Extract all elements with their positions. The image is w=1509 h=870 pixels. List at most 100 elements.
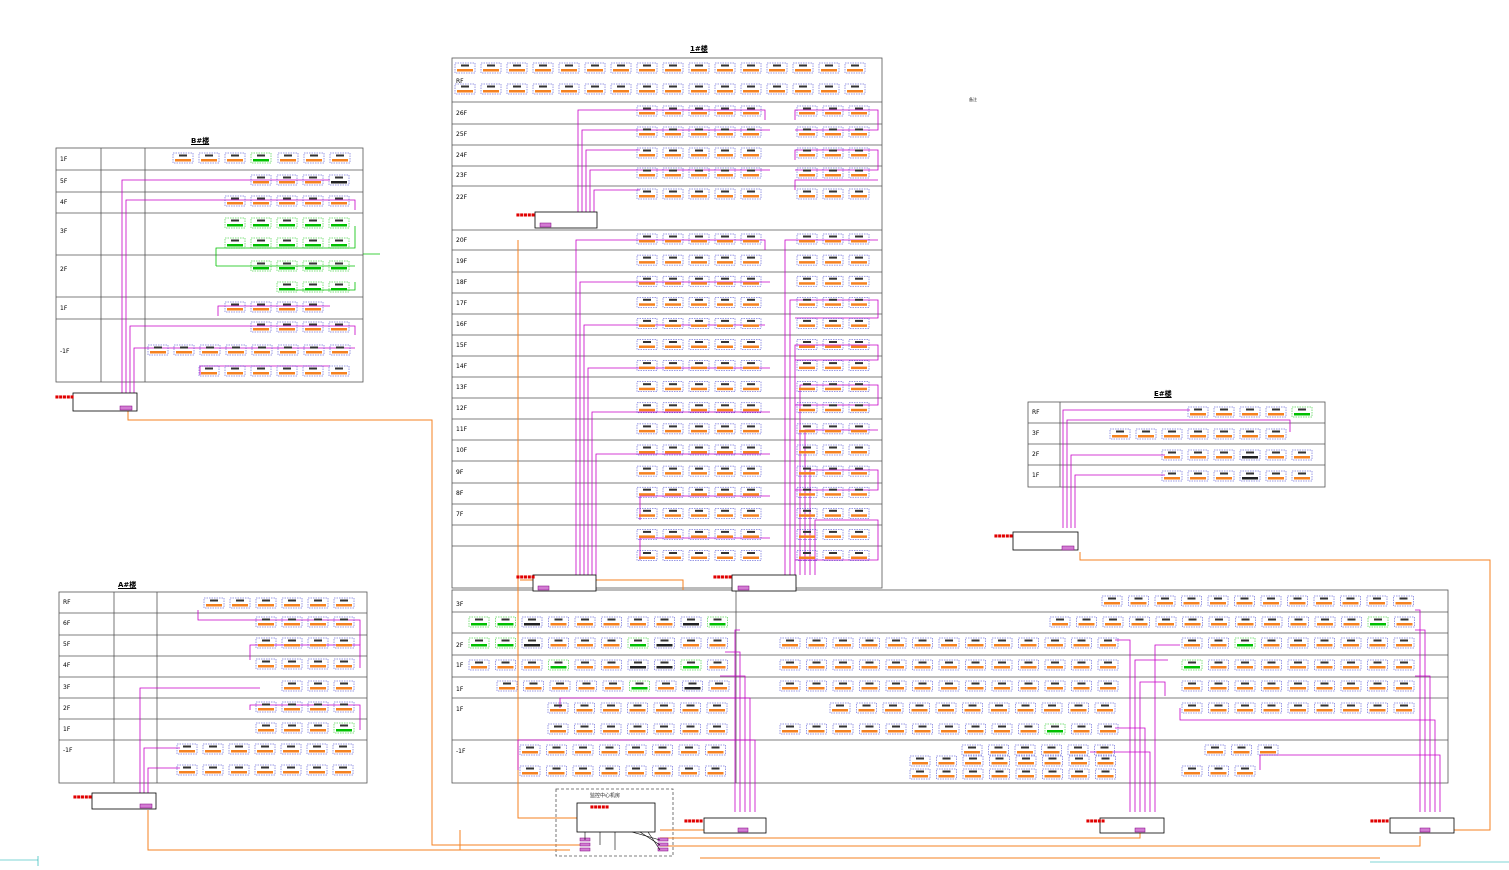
camera-device-icon [250,365,272,377]
camera-device-icon [636,444,658,456]
camera-device-icon [627,659,649,671]
camera-device-icon [1393,702,1415,714]
camera-device-icon [909,755,931,767]
camera-device-icon [224,301,246,313]
floor-label: 1F [456,686,464,693]
camera-device-icon [610,62,632,74]
camera-device-icon [822,402,844,414]
camera-device-icon [796,550,818,561]
camera-device-icon [796,318,818,329]
camera-device-icon [912,637,933,649]
camera-device-icon [740,105,762,117]
camera-device-icon [307,722,329,734]
camera-device-icon [848,254,870,266]
camera-device-icon [1340,702,1362,714]
camera-device-icon [302,321,324,333]
camera-device-icon [281,701,303,713]
camera-device-icon [859,680,880,692]
camera-device-icon [688,444,710,456]
camera-device-icon [740,233,762,245]
camera-device-icon [965,680,986,692]
camera-device-icon [1235,616,1256,628]
camera-device-icon [740,83,762,95]
camera-device-icon [1161,470,1183,482]
camera-device-icon [1260,595,1282,607]
camera-device-icon [1287,595,1308,607]
camera-device-icon [662,83,684,95]
camera-device-icon [848,188,870,200]
svg-text:■■■■■: ■■■■■ [684,818,703,823]
floor-label: 18F [456,279,468,286]
camera-device-icon [1187,449,1209,461]
camera-device-icon [224,237,246,249]
camera-device-icon [779,680,801,692]
camera-device-icon [844,83,866,95]
camera-device-icon [885,680,907,692]
camera-device-icon [250,237,272,249]
title-left-bottom: A#楼 [118,581,137,589]
camera-device-icon [636,188,658,200]
floor-label: 1F [60,305,68,312]
camera-device-icon [832,659,854,671]
camera-device-icon [255,658,277,670]
camera-device-icon [1367,702,1388,714]
floor-label: -1F [63,747,73,754]
camera-device-icon [740,297,762,308]
camera-device-icon [277,152,299,164]
camera-device-icon [250,321,272,333]
camera-device-icon [822,550,844,561]
camera-device-icon [1181,595,1202,607]
camera-device-icon [276,365,298,377]
camera-device-icon [682,680,703,692]
camera-device-icon [280,764,302,776]
camera-device-icon [636,147,658,159]
camera-device-icon [1367,616,1389,628]
camera-device-icon [636,233,658,245]
camera-device-icon [688,188,710,200]
floor-label: 7F [456,511,464,518]
camera-device-icon [848,423,870,435]
camera-device-icon [822,360,844,371]
camera-device-icon [806,637,827,649]
camera-device-icon [1213,428,1235,440]
camera-device-icon [199,344,221,356]
camera-device-icon [1208,765,1229,777]
camera-device-icon [255,597,277,609]
camera-device-icon [1015,702,1036,714]
camera-device-icon [848,486,870,498]
camera-device-icon [250,301,272,313]
camera-device-icon [636,167,658,179]
camera-device-icon [688,167,710,179]
camera-device-icon [740,550,762,561]
camera-device-icon [680,723,701,735]
camera-device-icon [848,318,870,329]
camera-device-icon [796,233,818,245]
camera-device-icon [1213,406,1235,418]
camera-device-icon [276,321,298,333]
camera-device-icon [1208,680,1229,692]
camera-device-icon [652,765,673,777]
cabinet-ports [119,222,1431,852]
camera-device-icon [1366,595,1388,607]
camera-device-icon [574,637,596,649]
camera-device-icon [332,764,354,776]
camera-device-icon [848,381,870,392]
camera-device-icon [707,659,728,671]
svg-text:■■■■■: ■■■■■ [73,794,92,799]
camera-device-icon [1265,449,1287,461]
camera-device-icon [332,743,354,755]
camera-device-icon [1257,744,1279,756]
camera-device-icon [822,167,844,179]
camera-device-icon [822,126,844,138]
camera-device-icon [1288,616,1309,628]
camera-device-icon [1261,637,1282,649]
camera-device-icon [796,486,818,498]
camera-device-icon [859,637,880,649]
camera-device-icon [1161,428,1183,440]
camera-device-icon [176,764,198,776]
green-runs [215,226,380,291]
camera-device-icon [779,637,801,649]
camera-device-icon [1094,744,1115,756]
camera-device-icon [832,680,854,692]
